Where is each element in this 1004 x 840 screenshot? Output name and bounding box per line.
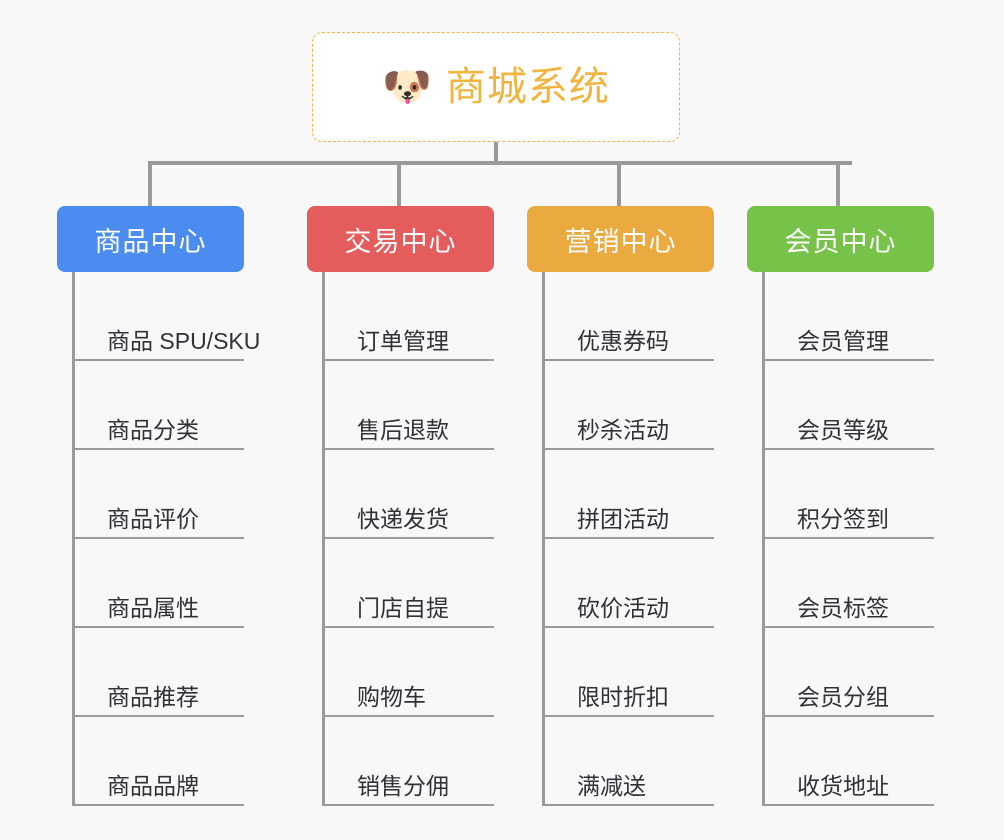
leaf-item[interactable]: 拼团活动 — [545, 450, 714, 539]
category-member-center: 会员中心会员管理会员等级积分签到会员标签会员分组收货地址 — [747, 206, 934, 806]
leaf-item[interactable]: 限时折扣 — [545, 628, 714, 717]
leaf-item[interactable]: 砍价活动 — [545, 539, 714, 628]
leaf-item-label: 快递发货 — [357, 505, 449, 532]
leaf-item[interactable]: 快递发货 — [325, 450, 494, 539]
leaf-item[interactable]: 商品推荐 — [75, 628, 244, 717]
leaf-item-label: 购物车 — [357, 683, 426, 710]
leaf-item-label: 砍价活动 — [577, 594, 669, 621]
category-product-center: 商品中心商品 SPU/SKU 商品分类商品评价商品属性商品推荐商品品牌 — [57, 206, 260, 806]
category-header-marketing-center[interactable]: 营销中心 — [527, 206, 714, 272]
leaf-item-label: 优惠券码 — [577, 327, 669, 354]
leaf-stack-member-center: 会员管理会员等级积分签到会员标签会员分组收货地址 — [762, 272, 934, 806]
leaf-item[interactable]: 商品 SPU/SKU — [75, 272, 260, 361]
leaf-item-label: 限时折扣 — [577, 683, 669, 710]
category-label: 商品中心 — [94, 226, 207, 257]
leaf-item-label: 秒杀活动 — [577, 416, 669, 443]
leaf-item-label: 满减送 — [577, 772, 646, 799]
leaf-item-label: 商品属性 — [107, 594, 199, 621]
leaf-item[interactable]: 门店自提 — [325, 539, 494, 628]
root-node[interactable]: 🐶 商城系统 — [312, 32, 680, 142]
leaf-item-label: 会员标签 — [797, 594, 889, 621]
category-label: 营销中心 — [564, 226, 677, 257]
leaf-item-label: 商品 SPU/SKU — [107, 327, 261, 354]
leaf-item[interactable]: 订单管理 — [325, 272, 494, 361]
leaf-item-label: 会员管理 — [797, 327, 889, 354]
leaf-item-label: 销售分佣 — [357, 772, 449, 799]
leaf-item-label: 会员等级 — [797, 416, 889, 443]
leaf-item[interactable]: 会员分组 — [765, 628, 934, 717]
leaf-item[interactable]: 商品评价 — [75, 450, 244, 539]
leaf-item[interactable]: 售后退款 — [325, 361, 494, 450]
root-title: 商城系统 — [445, 65, 610, 109]
leaf-item-label: 订单管理 — [357, 327, 449, 354]
connector-drop-marketing-center — [617, 161, 621, 206]
leaf-item-label: 商品品牌 — [107, 772, 199, 799]
leaf-item[interactable]: 满减送 — [545, 717, 714, 806]
connector-root-stem — [494, 142, 498, 164]
leaf-item[interactable]: 商品品牌 — [75, 717, 244, 806]
leaf-item-label: 商品推荐 — [107, 683, 199, 710]
connector-drop-member-center — [836, 161, 840, 206]
category-header-member-center[interactable]: 会员中心 — [747, 206, 934, 272]
connector-drop-trade-center — [397, 161, 401, 206]
leaf-item-label: 商品分类 — [107, 416, 199, 443]
leaf-item[interactable]: 秒杀活动 — [545, 361, 714, 450]
leaf-item[interactable]: 会员管理 — [765, 272, 934, 361]
category-header-product-center[interactable]: 商品中心 — [57, 206, 244, 272]
leaf-item-label: 拼团活动 — [577, 505, 669, 532]
leaf-item[interactable]: 会员标签 — [765, 539, 934, 628]
leaf-item[interactable]: 收货地址 — [765, 717, 934, 806]
leaf-item-label: 售后退款 — [357, 416, 449, 443]
leaf-item-label: 会员分组 — [797, 683, 889, 710]
leaf-item[interactable]: 商品属性 — [75, 539, 244, 628]
leaf-stack-trade-center: 订单管理售后退款快递发货门店自提购物车销售分佣 — [322, 272, 494, 806]
leaf-item-label: 门店自提 — [357, 594, 449, 621]
leaf-stack-product-center: 商品 SPU/SKU 商品分类商品评价商品属性商品推荐商品品牌 — [72, 272, 260, 806]
category-header-trade-center[interactable]: 交易中心 — [307, 206, 494, 272]
category-label: 交易中心 — [344, 226, 457, 257]
connector-bus-bar — [148, 161, 852, 165]
category-trade-center: 交易中心订单管理售后退款快递发货门店自提购物车销售分佣 — [307, 206, 494, 806]
leaf-item-label: 商品评价 — [107, 505, 199, 532]
leaf-stack-marketing-center: 优惠券码秒杀活动拼团活动砍价活动限时折扣满减送 — [542, 272, 714, 806]
category-marketing-center: 营销中心优惠券码秒杀活动拼团活动砍价活动限时折扣满减送 — [527, 206, 714, 806]
leaf-item-label: 收货地址 — [797, 772, 889, 799]
leaf-item[interactable]: 商品分类 — [75, 361, 244, 450]
leaf-item[interactable]: 积分签到 — [765, 450, 934, 539]
connector-drop-product-center — [148, 161, 152, 206]
leaf-item[interactable]: 购物车 — [325, 628, 494, 717]
leaf-item[interactable]: 销售分佣 — [325, 717, 494, 806]
leaf-item[interactable]: 优惠券码 — [545, 272, 714, 361]
category-label: 会员中心 — [784, 226, 897, 257]
leaf-item-label: 积分签到 — [797, 505, 889, 532]
dog-face-icon: 🐶 — [382, 65, 432, 109]
leaf-item[interactable]: 会员等级 — [765, 361, 934, 450]
